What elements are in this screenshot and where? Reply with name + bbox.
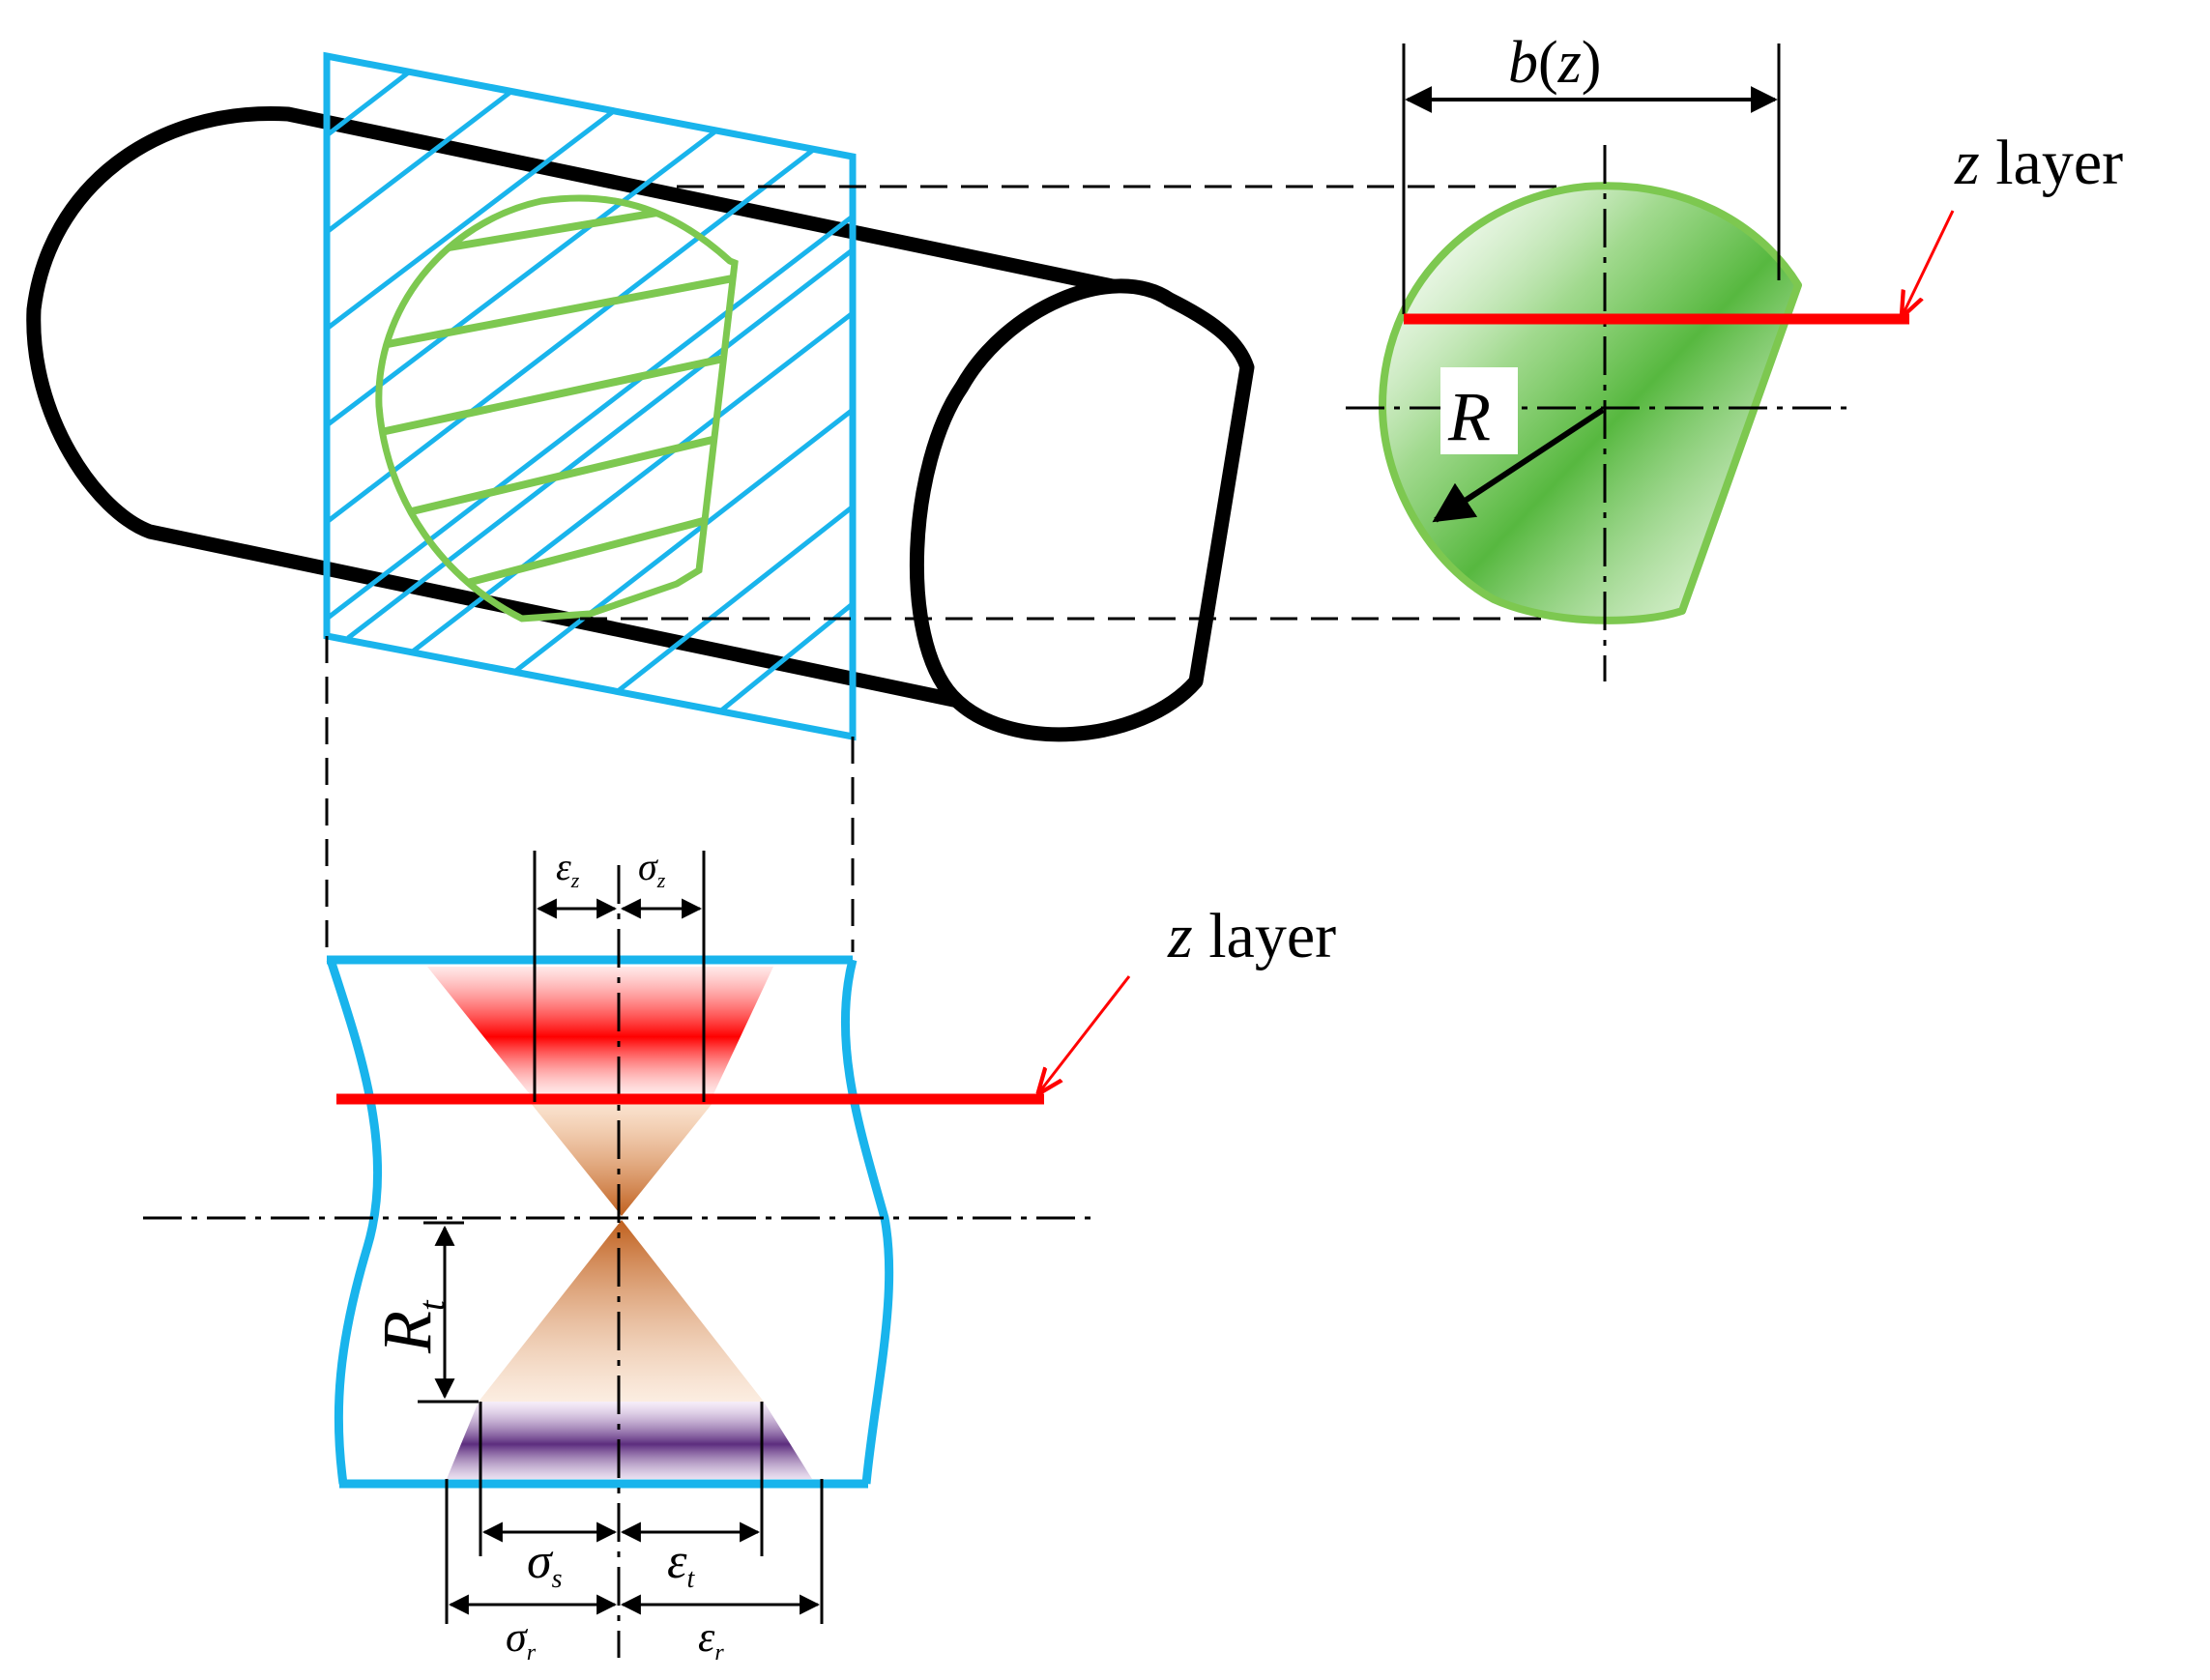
bz-label: b(z) (1508, 30, 1601, 96)
radius-label: R (1447, 378, 1491, 455)
radius-label-bg (1440, 367, 1518, 454)
eps-z-label: εz (556, 845, 580, 892)
sig-s-label: σs (527, 1534, 563, 1594)
compression-zone (447, 1402, 812, 1479)
cutting-plane (323, 51, 857, 741)
z-layer-pointer-top (1903, 210, 1955, 315)
eps-t-label: εt (667, 1534, 696, 1594)
plane-hatching (327, 56, 853, 717)
strain-element: z layer εz σz σs εt σr εr Rt (143, 845, 1336, 1666)
element-right-edge (840, 958, 894, 1485)
tension-zone (427, 967, 773, 1094)
eps-r-label: εr (698, 1613, 724, 1666)
rt-label: Rt (368, 1299, 452, 1354)
z-layer-pointer-bottom (1039, 975, 1131, 1092)
projection-lines (325, 185, 1610, 952)
cylinder (26, 105, 1255, 742)
neutral-zone-lower (479, 1220, 764, 1402)
cylinder-body-outline (26, 105, 1123, 735)
neutral-zone-upper (530, 1102, 713, 1216)
sig-z-label: σz (638, 845, 666, 892)
radius-arrow (1432, 407, 1605, 523)
section-outline-inplane (375, 194, 739, 623)
plane-outline (323, 51, 857, 741)
cross-section: b(z) z layer R (1346, 30, 2123, 681)
cross-section-shape (1379, 182, 1802, 624)
z-layer-label-top: z layer (1954, 128, 2123, 198)
cylinder-end-face (909, 278, 1255, 742)
element-left-edge (326, 958, 383, 1485)
sig-r-label: σr (506, 1613, 537, 1666)
z-layer-label-bottom: z layer (1167, 901, 1336, 971)
